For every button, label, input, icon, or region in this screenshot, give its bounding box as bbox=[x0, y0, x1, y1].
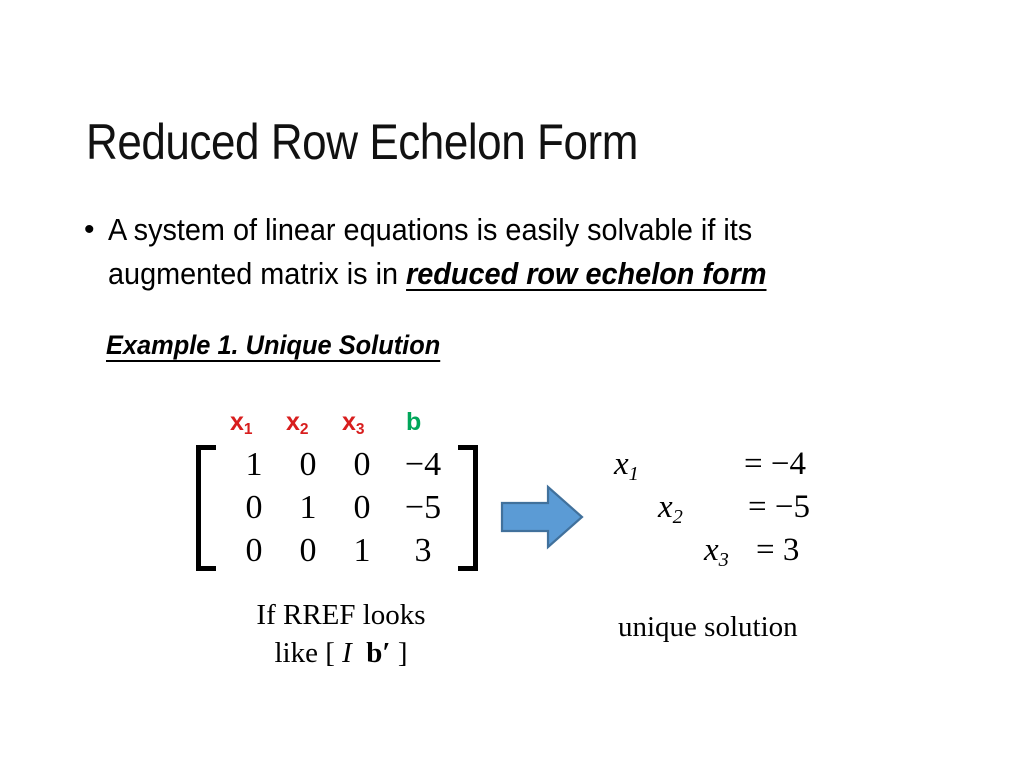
matrix-cell: 1 bbox=[299, 489, 317, 526]
equation-variable-base: x bbox=[658, 489, 673, 525]
column-label-b-base: b bbox=[406, 408, 422, 436]
equation-rhs: = 3 bbox=[756, 532, 800, 568]
equation-rhs: = −5 bbox=[748, 489, 810, 525]
rref-caption-bprime: b′ bbox=[366, 637, 391, 669]
equation-row: x3 = 3 bbox=[596, 529, 896, 572]
rref-caption-line-1: If RREF looks bbox=[256, 599, 426, 631]
column-label-x3: x3 bbox=[342, 407, 365, 441]
matrix-cell: 1 bbox=[353, 532, 371, 569]
solution-equations: x1 = −4 x2 = −5 x3 = 3 bbox=[596, 443, 896, 573]
matrix-cell: 0 bbox=[353, 489, 371, 526]
matrix-cell: −4 bbox=[404, 446, 442, 483]
matrix-row: 0 0 1 3 bbox=[220, 529, 456, 572]
equation-variable-base: x bbox=[704, 532, 719, 568]
equation-rhs: = −4 bbox=[744, 446, 806, 482]
equation-variable: x2 bbox=[658, 486, 683, 533]
equation-variable-sub: 2 bbox=[672, 506, 683, 529]
rref-caption-like: like [ bbox=[274, 637, 343, 669]
column-label-x3-sub: 3 bbox=[355, 421, 365, 439]
equation-row: x2 = −5 bbox=[596, 486, 896, 529]
column-label-x1-base: x bbox=[230, 408, 244, 436]
column-label-x2-base: x bbox=[286, 408, 300, 436]
equation-variable-sub: 3 bbox=[718, 549, 729, 572]
rref-caption-close: ] bbox=[390, 637, 408, 669]
unique-solution-caption: unique solution bbox=[618, 611, 798, 643]
column-label-x1-sub: 1 bbox=[243, 421, 253, 439]
column-label-x1: x1 bbox=[230, 407, 253, 441]
matrix-column-labels: x1 x2 x3 b bbox=[200, 407, 480, 441]
matrix-bracket-right bbox=[458, 445, 478, 571]
column-label-b: b bbox=[406, 407, 421, 437]
matrix-cell: 3 bbox=[414, 532, 432, 569]
page-title: Reduced Row Echelon Form bbox=[86, 113, 638, 170]
example-heading: Example 1. Unique Solution bbox=[106, 330, 441, 360]
column-label-x2: x2 bbox=[286, 407, 309, 441]
matrix-cell: 1 bbox=[245, 446, 263, 483]
matrix-row: 0 1 0 −5 bbox=[220, 486, 456, 529]
matrix-cell: 0 bbox=[299, 532, 317, 569]
equation-variable-base: x bbox=[614, 446, 629, 482]
column-label-x3-base: x bbox=[342, 408, 356, 436]
matrix-cell: 0 bbox=[299, 446, 317, 483]
rref-caption-identity: I bbox=[342, 637, 352, 669]
matrix-cell: 0 bbox=[245, 532, 263, 569]
equation-variable: x3 bbox=[704, 529, 729, 576]
matrix-cell: −5 bbox=[404, 489, 442, 526]
matrix-cells: 1 0 0 −4 0 1 0 −5 0 0 1 3 bbox=[220, 443, 456, 573]
column-label-x2-sub: 2 bbox=[299, 421, 309, 439]
rref-caption-line-2: like [ I b′ ] bbox=[196, 634, 486, 672]
matrix-cell: 0 bbox=[353, 446, 371, 483]
bullet-text-line-1: A system of linear equations is easily s… bbox=[108, 212, 753, 247]
bullet-emphasis-rref: reduced row echelon form bbox=[406, 256, 767, 291]
matrix-row: 1 0 0 −4 bbox=[220, 443, 456, 486]
bullet-paragraph: • A system of linear equations is easily… bbox=[84, 208, 964, 252]
matrix-bracket-left bbox=[196, 445, 216, 571]
equation-variable: x1 bbox=[614, 443, 639, 490]
bullet-text-line-2-prefix: augmented matrix is in bbox=[108, 256, 407, 291]
right-arrow-icon bbox=[500, 484, 584, 550]
matrix-cell: 0 bbox=[245, 489, 263, 526]
equation-variable-sub: 1 bbox=[628, 463, 639, 486]
bullet-line-1: • A system of linear equations is easily… bbox=[84, 208, 964, 252]
augmented-matrix: 1 0 0 −4 0 1 0 −5 0 0 1 3 bbox=[196, 443, 478, 576]
equation-row: x1 = −4 bbox=[596, 443, 896, 486]
rref-caption: If RREF looks like [ I b′ ] bbox=[196, 596, 486, 672]
bullet-marker-icon: • bbox=[84, 213, 95, 246]
bullet-line-2: augmented matrix is in reduced row echel… bbox=[108, 252, 766, 296]
